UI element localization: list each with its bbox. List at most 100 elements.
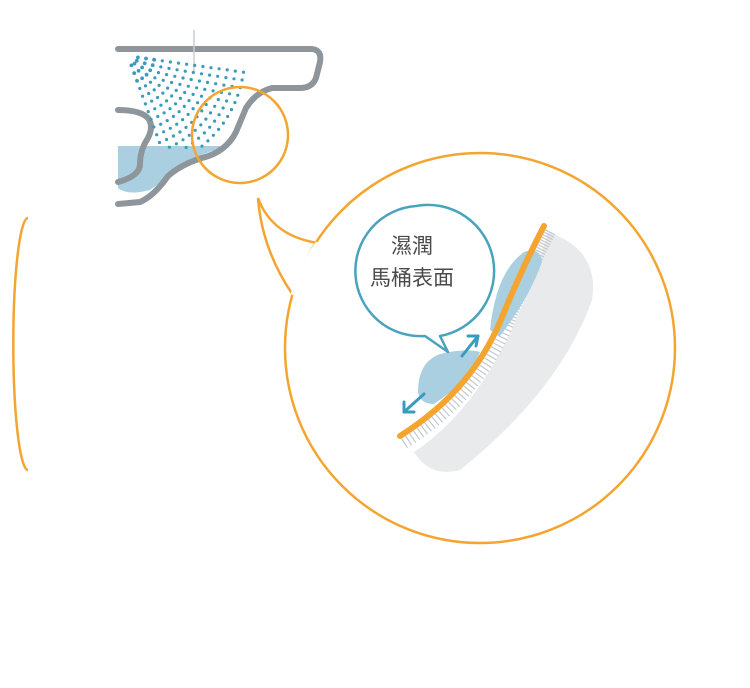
- hatch-line: [488, 349, 499, 357]
- mist-dot: [187, 133, 191, 137]
- mist-dot: [213, 104, 217, 108]
- mist-dot: [143, 102, 147, 106]
- hatch-line: [486, 353, 497, 361]
- mist-dot: [141, 94, 145, 98]
- hatch-line: [405, 435, 413, 446]
- hatch-line: [451, 398, 461, 407]
- hatch-line: [434, 413, 443, 423]
- mist-dot: [155, 133, 159, 137]
- mist-dot: [233, 69, 237, 73]
- callout-line-1: 濕潤: [391, 234, 433, 258]
- mist-dot: [161, 78, 165, 82]
- mist-dot: [201, 64, 205, 69]
- mist-dot: [178, 96, 182, 100]
- mist-dot: [168, 107, 172, 111]
- mist-dot: [157, 140, 162, 145]
- mist-dot: [199, 72, 204, 76]
- hatch-line: [463, 385, 473, 394]
- mist-dot: [176, 61, 181, 65]
- hatch-line: [540, 239, 551, 246]
- hatch-line: [536, 246, 547, 253]
- hatch-line: [441, 407, 450, 417]
- mist-dot: [208, 73, 212, 77]
- mist-dot: [205, 80, 210, 84]
- hatch-line: [438, 410, 447, 420]
- mist-dot: [233, 100, 237, 105]
- hatch-line: [537, 244, 548, 251]
- mist-dot: [161, 91, 165, 95]
- mist-dot: [152, 125, 156, 129]
- mist-dot: [143, 84, 148, 88]
- hatch-line: [409, 433, 417, 443]
- hatch-line: [412, 430, 421, 441]
- mist-dot: [240, 78, 244, 82]
- mist-dot: [191, 70, 195, 75]
- mist-dot: [202, 131, 206, 135]
- hatch-line: [466, 382, 476, 390]
- hatch-line: [420, 424, 429, 435]
- mist-dot: [171, 114, 175, 118]
- mist-dot: [173, 74, 177, 78]
- mist-dot: [178, 82, 182, 86]
- hatch-line: [427, 419, 436, 429]
- callout-bubble: 濕潤 馬桶表面: [354, 203, 496, 354]
- hatch-line: [454, 395, 464, 404]
- mist-dot: [241, 70, 246, 74]
- hatch-line: [541, 236, 552, 243]
- mist-dot: [168, 126, 172, 130]
- mist-dot: [211, 89, 215, 93]
- mist-dot: [165, 73, 169, 77]
- hatch-line: [416, 427, 425, 438]
- mist-dot: [183, 69, 187, 73]
- mist-dot: [134, 58, 139, 63]
- mist-dot: [208, 111, 213, 115]
- mist-dot: [229, 108, 234, 112]
- hatch-line: [457, 391, 467, 401]
- mist-dot: [140, 76, 145, 81]
- mist-dot: [146, 110, 150, 114]
- hatch-line: [484, 357, 495, 365]
- mist-dot: [187, 99, 191, 103]
- mist-dot: [162, 111, 166, 115]
- mist-dot: [191, 92, 195, 96]
- mist-dot: [156, 71, 160, 75]
- hatch-line: [468, 378, 479, 387]
- mist-dot: [196, 101, 200, 105]
- mist-dot: [156, 95, 160, 100]
- mist-dot: [199, 123, 203, 127]
- hatch-line: [424, 422, 432, 432]
- mist-dot: [183, 90, 187, 95]
- mist-dot: [144, 56, 148, 61]
- mist-dot: [191, 107, 195, 111]
- mist-dot: [200, 109, 204, 113]
- mist-dot: [135, 78, 139, 83]
- hatch-line: [476, 368, 487, 376]
- mist-dot: [152, 57, 157, 62]
- mist-dot: [204, 117, 208, 121]
- mist-dot: [165, 119, 169, 123]
- water-film-lower: [418, 350, 480, 404]
- toilet-bowl-cross-section-icon: [115, 30, 324, 207]
- mist-dot: [209, 66, 213, 70]
- mist-dot: [170, 80, 174, 85]
- mist-dot: [157, 83, 161, 87]
- mist-dot: [182, 104, 186, 108]
- hatch-line: [495, 338, 506, 345]
- mist-dot: [221, 106, 225, 110]
- mist-dot: [170, 94, 174, 98]
- mist-dot: [184, 125, 188, 129]
- mist-dot: [153, 107, 157, 111]
- mist-dot: [167, 66, 171, 70]
- hatch-line: [431, 416, 440, 426]
- mist-dot: [159, 103, 163, 107]
- hatch-line: [471, 375, 482, 383]
- mist-dot: [181, 138, 185, 142]
- mist-dot: [225, 68, 229, 72]
- hatch-line: [490, 346, 502, 353]
- mist-dot: [206, 139, 210, 143]
- mist-dot: [178, 130, 182, 134]
- mist-dot: [173, 102, 178, 106]
- mist-dot: [186, 84, 190, 88]
